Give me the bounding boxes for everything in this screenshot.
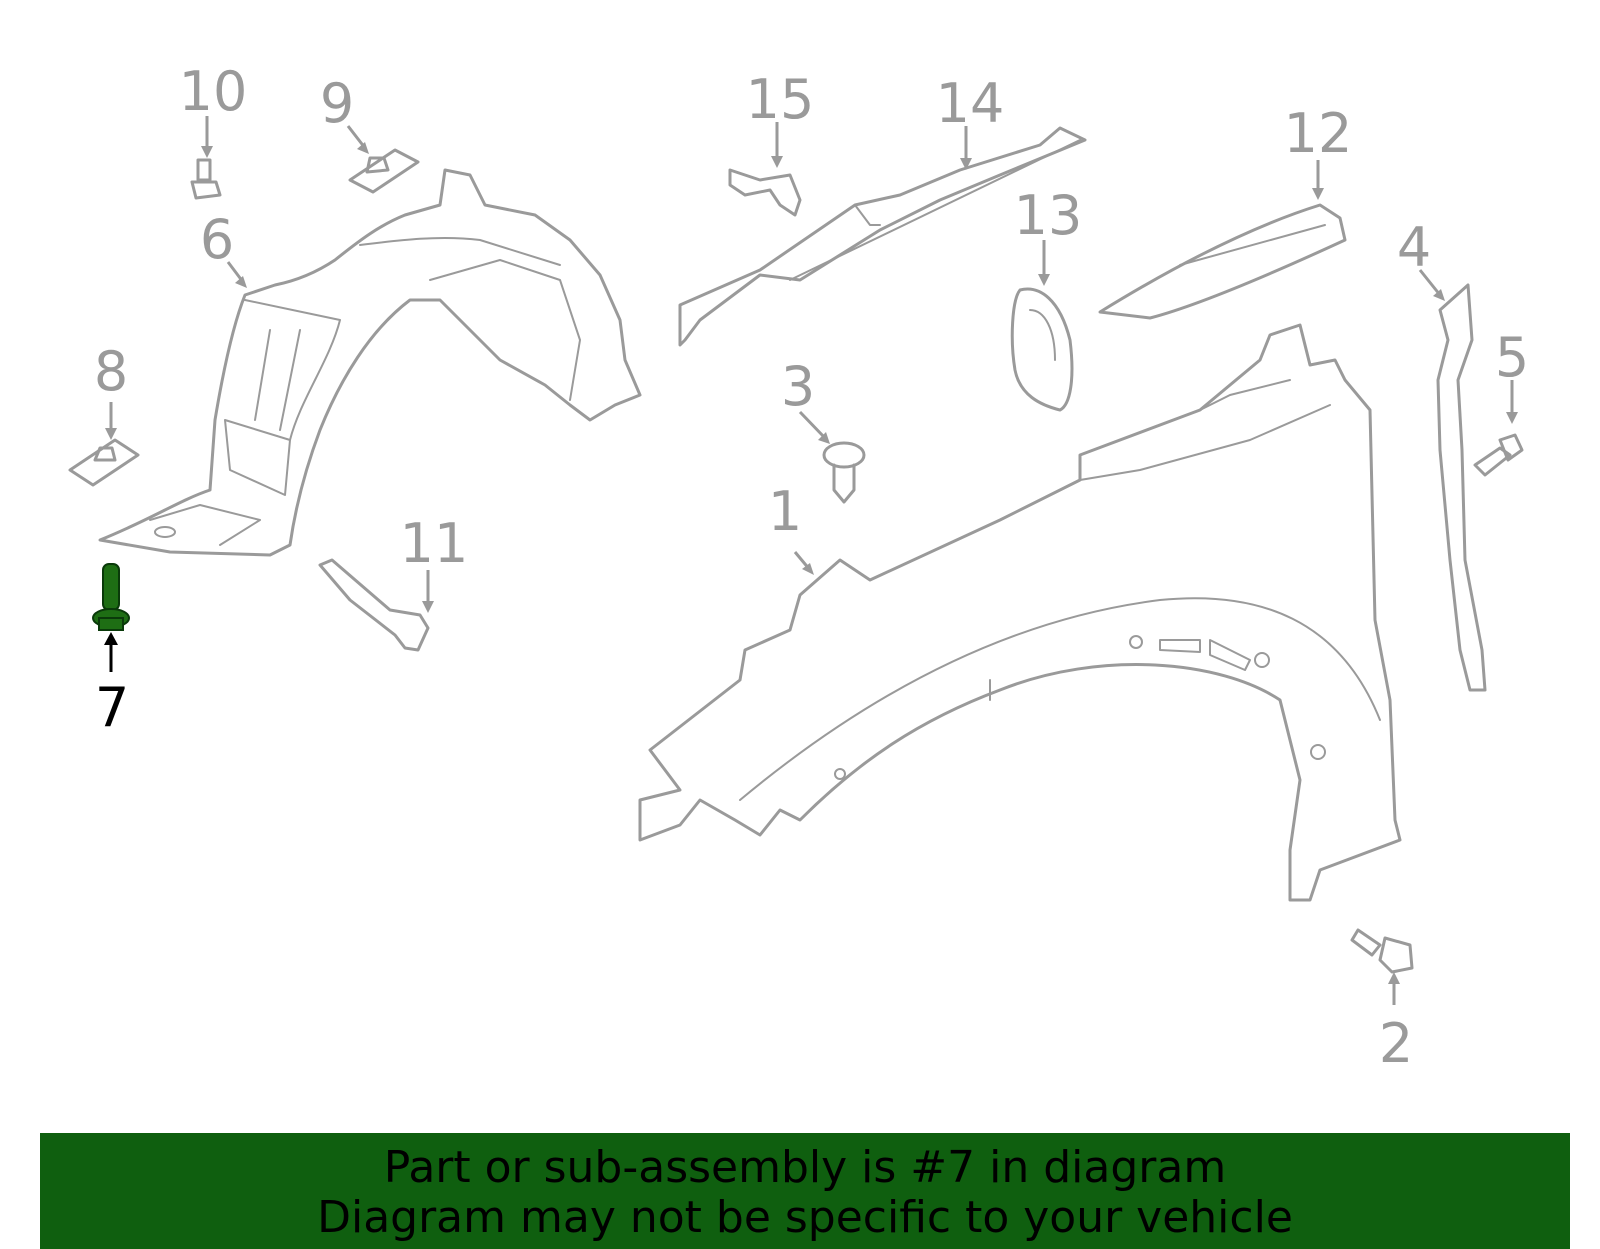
leader-3 xyxy=(798,410,827,440)
callout-4[interactable]: 4 xyxy=(1397,216,1431,279)
arrowhead-11 xyxy=(422,601,434,613)
clip-nut-part-8[interactable] xyxy=(68,438,140,487)
clip-part-15[interactable] xyxy=(728,168,802,217)
callout-10[interactable]: 10 xyxy=(179,60,248,123)
arrowhead-12 xyxy=(1312,188,1324,200)
arrowhead-3 xyxy=(818,432,830,444)
arrowhead-8 xyxy=(105,428,117,440)
callout-1[interactable]: 1 xyxy=(768,480,802,543)
callout-6[interactable]: 6 xyxy=(200,208,234,271)
push-clip-part-3[interactable] xyxy=(822,441,866,504)
banner-line-2: Diagram may not be specific to your vehi… xyxy=(317,1192,1293,1243)
trim-strip-part-12[interactable] xyxy=(1098,203,1347,320)
callout-8[interactable]: 8 xyxy=(94,340,128,403)
arrowhead-6 xyxy=(235,276,247,288)
arrowhead-10 xyxy=(201,146,213,158)
callout-9[interactable]: 9 xyxy=(320,72,354,135)
seal-part-4[interactable] xyxy=(1436,283,1487,692)
info-banner: Part or sub-assembly is #7 in diagram Di… xyxy=(40,1133,1570,1249)
clip-nut-part-9[interactable] xyxy=(348,148,420,194)
fender-part-1[interactable] xyxy=(638,323,1402,902)
leader-4 xyxy=(1418,269,1442,296)
callout-12[interactable]: 12 xyxy=(1284,102,1353,165)
callout-14[interactable]: 14 xyxy=(936,72,1005,135)
arrowhead-13 xyxy=(1038,274,1050,286)
arrowhead-1 xyxy=(802,563,814,575)
arrowhead-4 xyxy=(1433,289,1445,301)
arrowhead-15 xyxy=(771,156,783,168)
callout-5[interactable]: 5 xyxy=(1495,326,1529,389)
arrowhead-14 xyxy=(960,158,972,170)
arrowhead-9 xyxy=(357,142,369,154)
bracket-part-11[interactable] xyxy=(318,558,430,652)
callout-2[interactable]: 2 xyxy=(1379,1012,1413,1075)
arrowhead-2 xyxy=(1388,972,1400,984)
cover-part-13[interactable] xyxy=(1010,287,1074,412)
bolt-part-7-highlighted[interactable] xyxy=(92,563,130,631)
bolt-part-2[interactable] xyxy=(1350,928,1414,974)
callout-11[interactable]: 11 xyxy=(400,512,469,575)
screw-part-10[interactable] xyxy=(190,158,222,200)
fender-liner-part[interactable] xyxy=(98,168,642,557)
arrowhead-5 xyxy=(1506,412,1518,424)
callout-7-highlighted[interactable]: 7 xyxy=(95,676,129,739)
callout-numbers: 1 2 3 4 5 6 7 8 9 10 11 12 13 14 15 xyxy=(94,60,1529,1075)
leader-lines xyxy=(104,116,1518,1005)
leader-9 xyxy=(346,125,367,149)
callout-13[interactable]: 13 xyxy=(1014,184,1083,247)
arrowhead-7 xyxy=(104,632,118,645)
banner-line-1: Part or sub-assembly is #7 in diagram xyxy=(383,1142,1227,1193)
apron-rail-part-14[interactable] xyxy=(678,126,1087,347)
callout-15[interactable]: 15 xyxy=(746,68,815,131)
callout-3[interactable]: 3 xyxy=(781,355,815,418)
bolt-part-5[interactable] xyxy=(1473,433,1524,477)
